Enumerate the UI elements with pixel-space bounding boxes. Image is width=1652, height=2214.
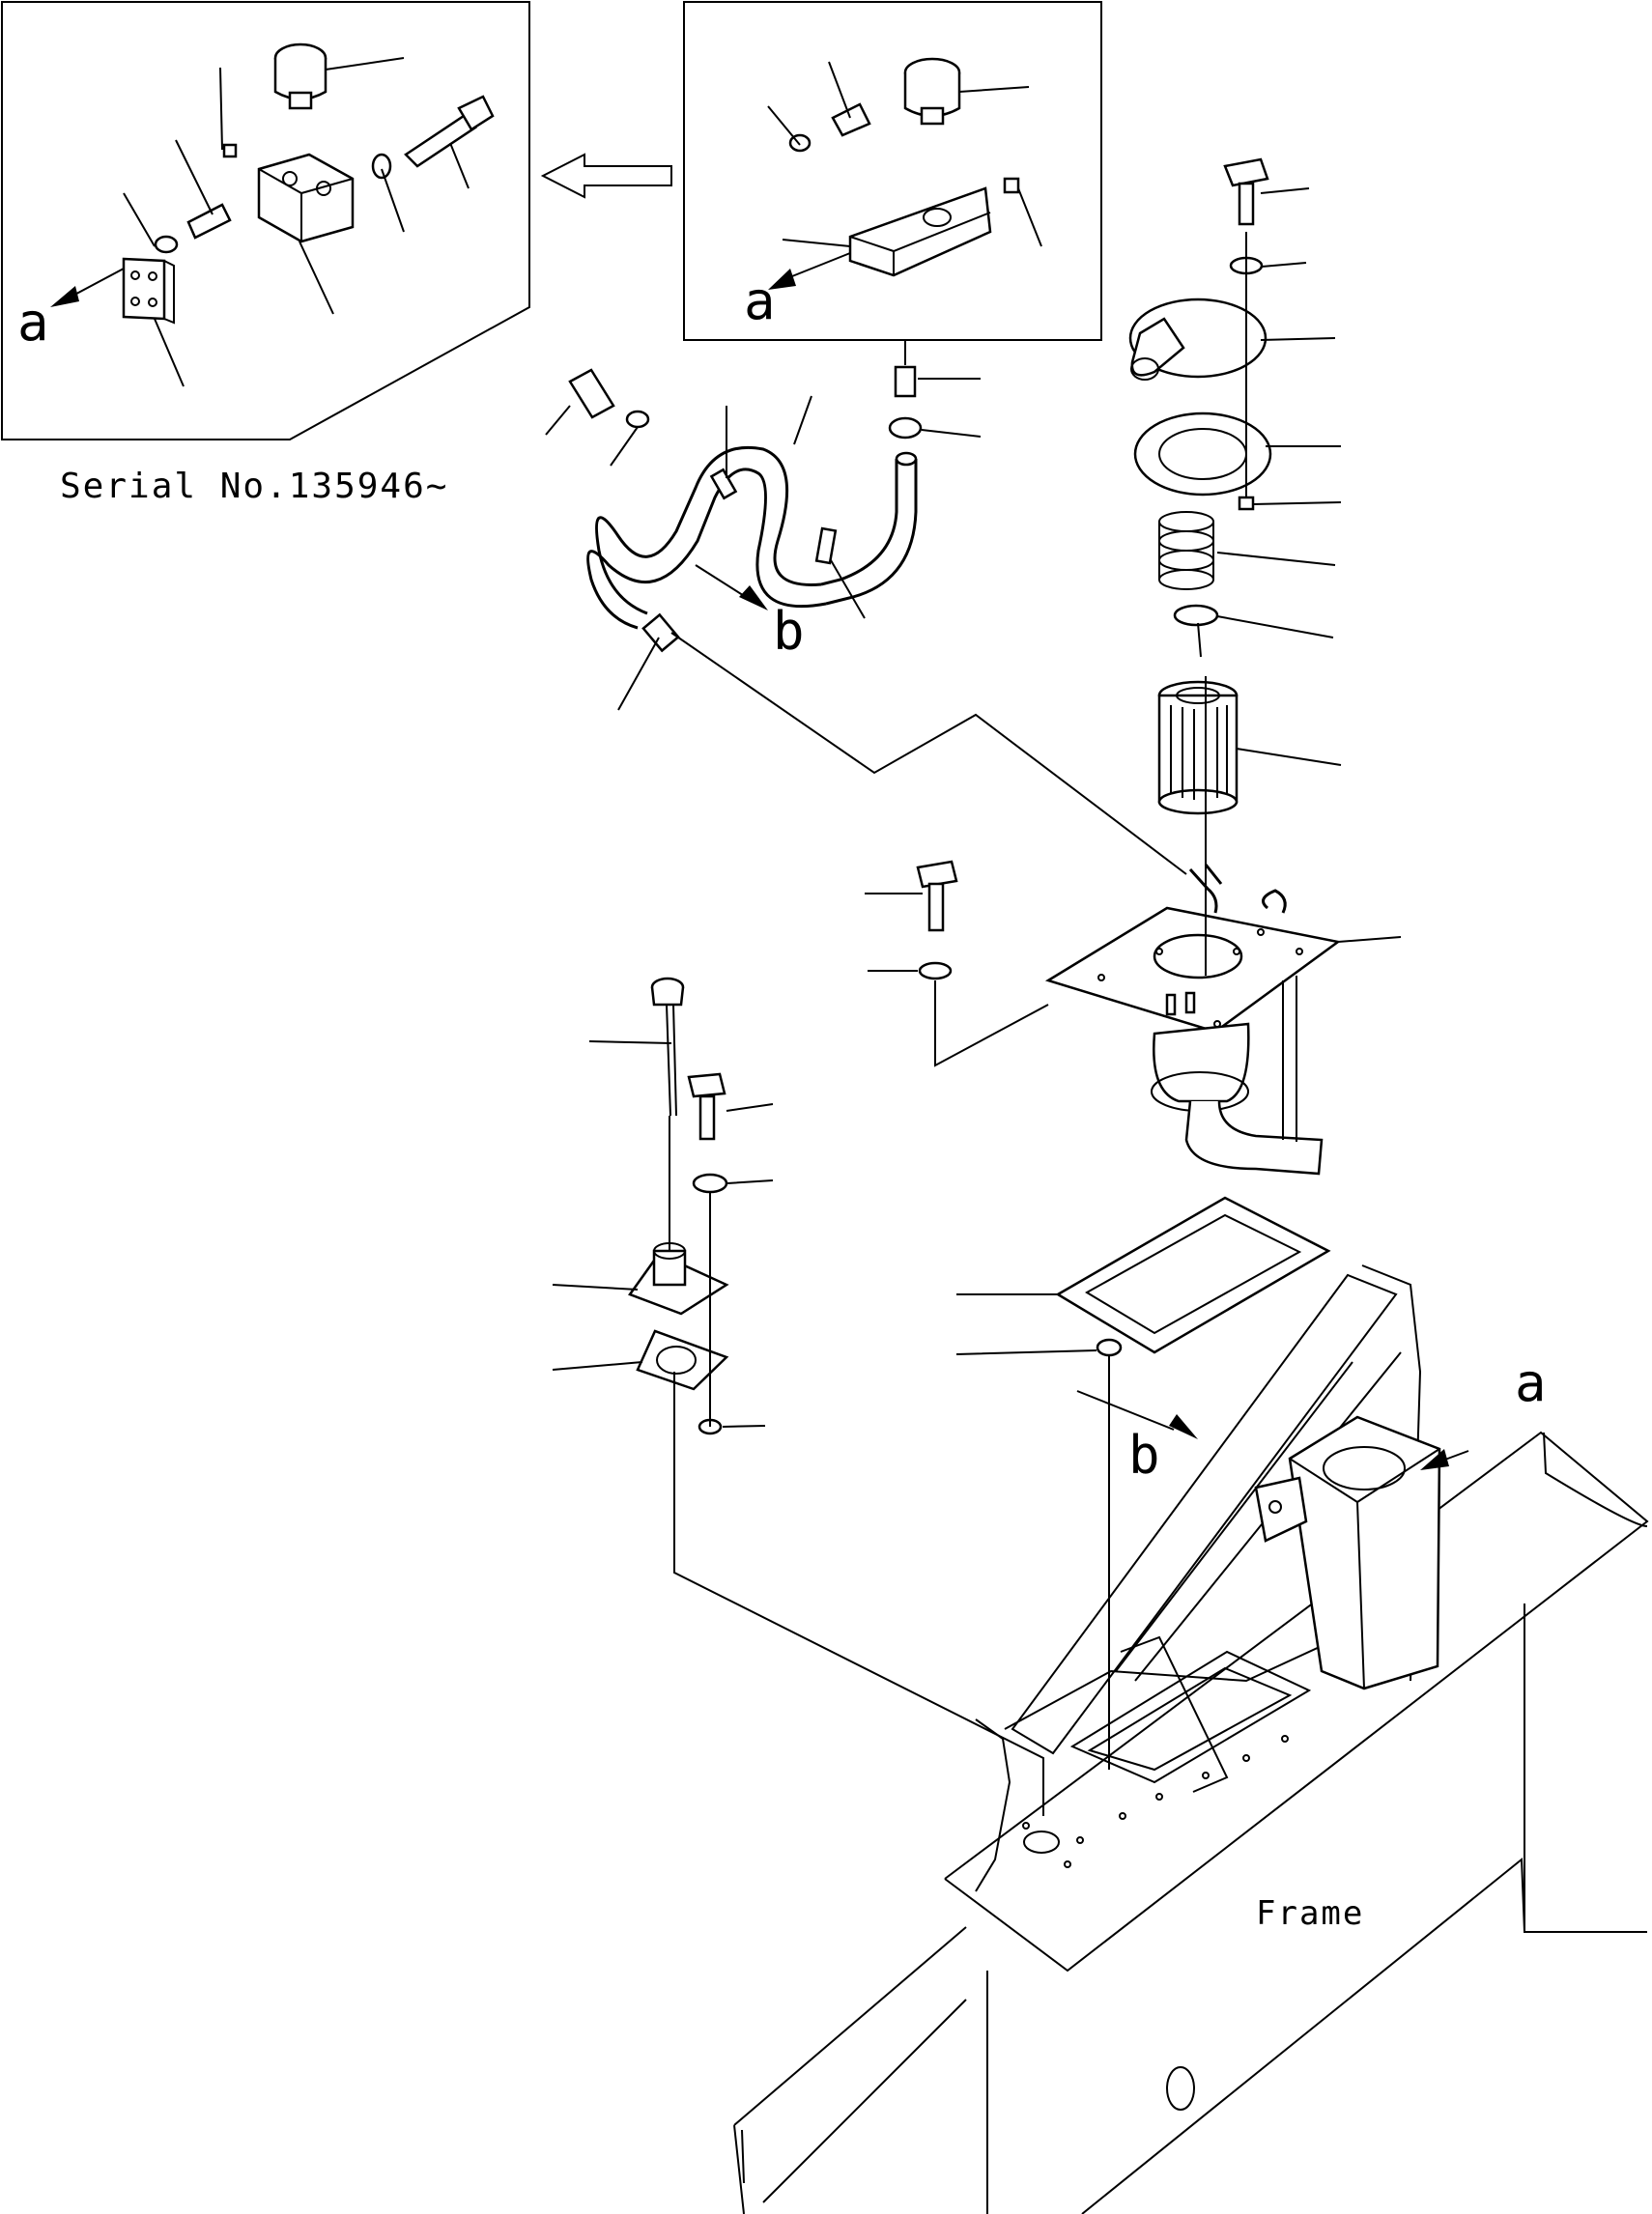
hose-clip-lower xyxy=(814,526,838,565)
serial-inset-panel: a xyxy=(1,1,530,440)
mount-washer xyxy=(918,961,953,980)
serial-number-label: Serial No.135946~ xyxy=(60,467,448,506)
gauge-washer xyxy=(692,1173,728,1194)
switch-plug xyxy=(1003,177,1020,194)
strainer-case xyxy=(1044,864,1342,1176)
filter-gasket xyxy=(1133,412,1272,497)
gauge-bolt xyxy=(687,1072,726,1141)
inset-washer xyxy=(371,153,392,180)
inset-valve-block xyxy=(257,153,355,243)
hose-view-b-label: b xyxy=(773,601,805,662)
inset-plate xyxy=(122,257,166,321)
machine-frame xyxy=(733,1264,1649,2214)
frame-label: Frame xyxy=(1256,1894,1364,1933)
filter-element xyxy=(1157,680,1239,815)
inset-long-bolt xyxy=(404,95,495,168)
switch-bolt xyxy=(831,102,871,137)
hose-end-fitting xyxy=(641,612,680,653)
dipstick xyxy=(650,977,685,1117)
gauge-gasket xyxy=(636,1329,729,1391)
tank-gasket-nut xyxy=(1096,1338,1123,1357)
pressure-switch xyxy=(903,57,961,126)
mount-bolt xyxy=(916,860,958,932)
frame-tank-housing xyxy=(1288,1415,1441,1690)
frame-view-a-label: a xyxy=(1515,1352,1547,1413)
hose-clip-washer xyxy=(625,410,650,429)
panel-view-a-label: a xyxy=(744,270,776,331)
inset-plug xyxy=(222,143,238,158)
filter-valve-disc xyxy=(1173,604,1219,658)
tank-gasket xyxy=(1055,1196,1331,1354)
cap-bolt xyxy=(1223,157,1269,226)
switch-bracket xyxy=(848,186,992,277)
inset-small-washer xyxy=(154,235,179,254)
hose-clip-bolt xyxy=(568,368,615,419)
gauge-flange xyxy=(628,1242,729,1316)
hose-assembly xyxy=(586,365,923,653)
hose-clamp xyxy=(888,416,923,440)
cap-nut xyxy=(1238,496,1255,511)
frame-view-b-label: b xyxy=(1128,1425,1160,1486)
inset-solenoid-valve xyxy=(273,43,328,110)
filter-stack xyxy=(1128,157,1342,815)
inset-pointer-arrow xyxy=(540,153,672,199)
filter-cap xyxy=(1128,298,1267,381)
hose-fitting xyxy=(894,365,917,398)
inset-view-a-label: a xyxy=(17,292,49,353)
switch-detail-panel: a xyxy=(683,1,1102,341)
filter-spring xyxy=(1158,511,1214,590)
hose-clip-upper xyxy=(709,468,738,500)
